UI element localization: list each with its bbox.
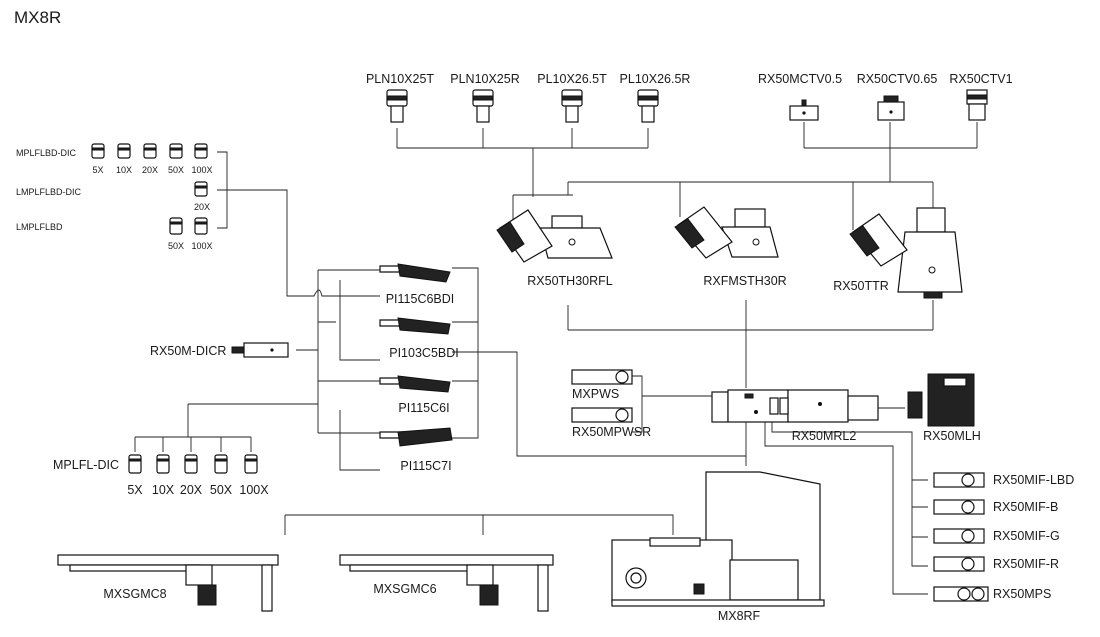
power-module-label: MXPWS bbox=[572, 387, 619, 401]
ctv-label: RX50CTV0.65 bbox=[857, 72, 938, 86]
objective-set-label: MPLFL-DIC bbox=[53, 458, 119, 472]
filter-block bbox=[933, 556, 985, 572]
trinocular-head bbox=[496, 209, 613, 263]
filter-label: RX50MPS bbox=[993, 587, 1051, 601]
eyepiece-label: PL10X26.5R bbox=[620, 72, 691, 86]
objectives-mplfl-dic bbox=[128, 454, 258, 474]
lamp-house bbox=[907, 373, 975, 427]
objective bbox=[169, 143, 183, 159]
ctv-label: RX50MCTV0.5 bbox=[758, 72, 842, 86]
illuminator-label: RX50MRL2 bbox=[792, 429, 857, 443]
eyepiece-label: PLN10X25T bbox=[366, 72, 434, 86]
ctv-adapter bbox=[966, 89, 988, 121]
stage-label: MXSGMC8 bbox=[103, 587, 166, 601]
power-switch-module bbox=[571, 407, 633, 423]
eyepiece bbox=[561, 89, 583, 123]
eyepiece bbox=[386, 89, 408, 123]
head-label: RX50TTR bbox=[833, 279, 889, 293]
nosepiece-label: PI115C6BDI bbox=[386, 292, 455, 306]
dic-slider-label: RX50M-DICR bbox=[150, 344, 226, 358]
objectives-mplflbd-dic bbox=[91, 143, 208, 159]
mechanical-stage bbox=[339, 554, 554, 612]
filter-label: RX50MIF-LBD bbox=[993, 473, 1074, 487]
mechanical-stage bbox=[57, 554, 279, 612]
power-module-label: RX50MPWSR bbox=[572, 425, 651, 439]
filter-block bbox=[933, 499, 985, 515]
trinocular-head bbox=[849, 207, 963, 299]
connection-lines bbox=[134, 122, 978, 595]
nosepiece bbox=[379, 375, 451, 393]
magnification-label: 20X bbox=[142, 165, 158, 175]
objective bbox=[143, 143, 157, 159]
power-switch-module bbox=[571, 369, 633, 385]
magnification-label: 10X bbox=[152, 483, 175, 497]
magnification-label: 100X bbox=[191, 241, 212, 251]
magnification-label: 20X bbox=[180, 483, 203, 497]
filter-label: RX50MIF-R bbox=[993, 557, 1059, 571]
objective bbox=[194, 181, 208, 197]
nosepiece bbox=[379, 427, 453, 447]
filter-label: RX50MIF-G bbox=[993, 529, 1060, 543]
magnification-label: 50X bbox=[210, 483, 233, 497]
filter-block bbox=[933, 472, 985, 488]
frame-label: MX8RF bbox=[718, 609, 761, 623]
dic-slider bbox=[231, 342, 289, 358]
eyepiece bbox=[472, 89, 494, 123]
objective bbox=[169, 217, 183, 235]
eyepiece-label: PL10X26.5T bbox=[537, 72, 607, 86]
objective bbox=[128, 454, 142, 474]
microscope-frame bbox=[611, 471, 825, 607]
ctv-adapter bbox=[877, 95, 905, 121]
magnification-label: 20X bbox=[194, 202, 210, 212]
nosepiece bbox=[379, 317, 451, 335]
magnification-label: 10X bbox=[116, 165, 132, 175]
polarizer-block bbox=[933, 586, 989, 602]
magnification-label: 100X bbox=[239, 483, 269, 497]
head-label: RX50TH30RFL bbox=[527, 274, 612, 288]
nosepiece bbox=[379, 263, 451, 283]
ctv-adapter bbox=[789, 99, 819, 121]
eyepieces bbox=[386, 89, 659, 123]
magnification-label: 5X bbox=[127, 483, 143, 497]
eyepiece-label: PLN10X25R bbox=[450, 72, 520, 86]
objective bbox=[91, 143, 105, 159]
filter-block bbox=[933, 528, 985, 544]
magnification-label: 50X bbox=[168, 241, 184, 251]
objective-set-label: MPLFLBD-DIC bbox=[16, 148, 77, 158]
head-label: RXFMSTH30R bbox=[703, 274, 786, 288]
nosepiece-label: PI115C6I bbox=[398, 401, 449, 415]
ctv-label: RX50CTV1 bbox=[949, 72, 1012, 86]
objective bbox=[117, 143, 131, 159]
objective bbox=[194, 217, 208, 235]
objective bbox=[156, 454, 170, 474]
lamp-house-label: RX50MLH bbox=[923, 429, 981, 443]
magnification-label: 5X bbox=[92, 165, 103, 175]
filter-label: RX50MIF-B bbox=[993, 500, 1058, 514]
objective bbox=[184, 454, 198, 474]
objective-set-label: LMPLFLBD bbox=[16, 222, 63, 232]
objective bbox=[244, 454, 258, 474]
objective bbox=[194, 143, 208, 159]
nosepiece-label: PI103C5BDI bbox=[389, 346, 458, 360]
nosepiece-label: PI115C7I bbox=[400, 459, 451, 473]
stage-label: MXSGMC6 bbox=[373, 582, 436, 596]
magnification-label: 50X bbox=[168, 165, 184, 175]
eyepiece bbox=[637, 89, 659, 123]
trinocular-head bbox=[674, 206, 779, 259]
objective bbox=[214, 454, 228, 474]
page-title: MX8R bbox=[14, 8, 62, 27]
objective-set-label: LMPLFLBD-DIC bbox=[16, 187, 82, 197]
reflected-illuminator bbox=[711, 389, 879, 423]
magnification-label: 100X bbox=[191, 165, 212, 175]
